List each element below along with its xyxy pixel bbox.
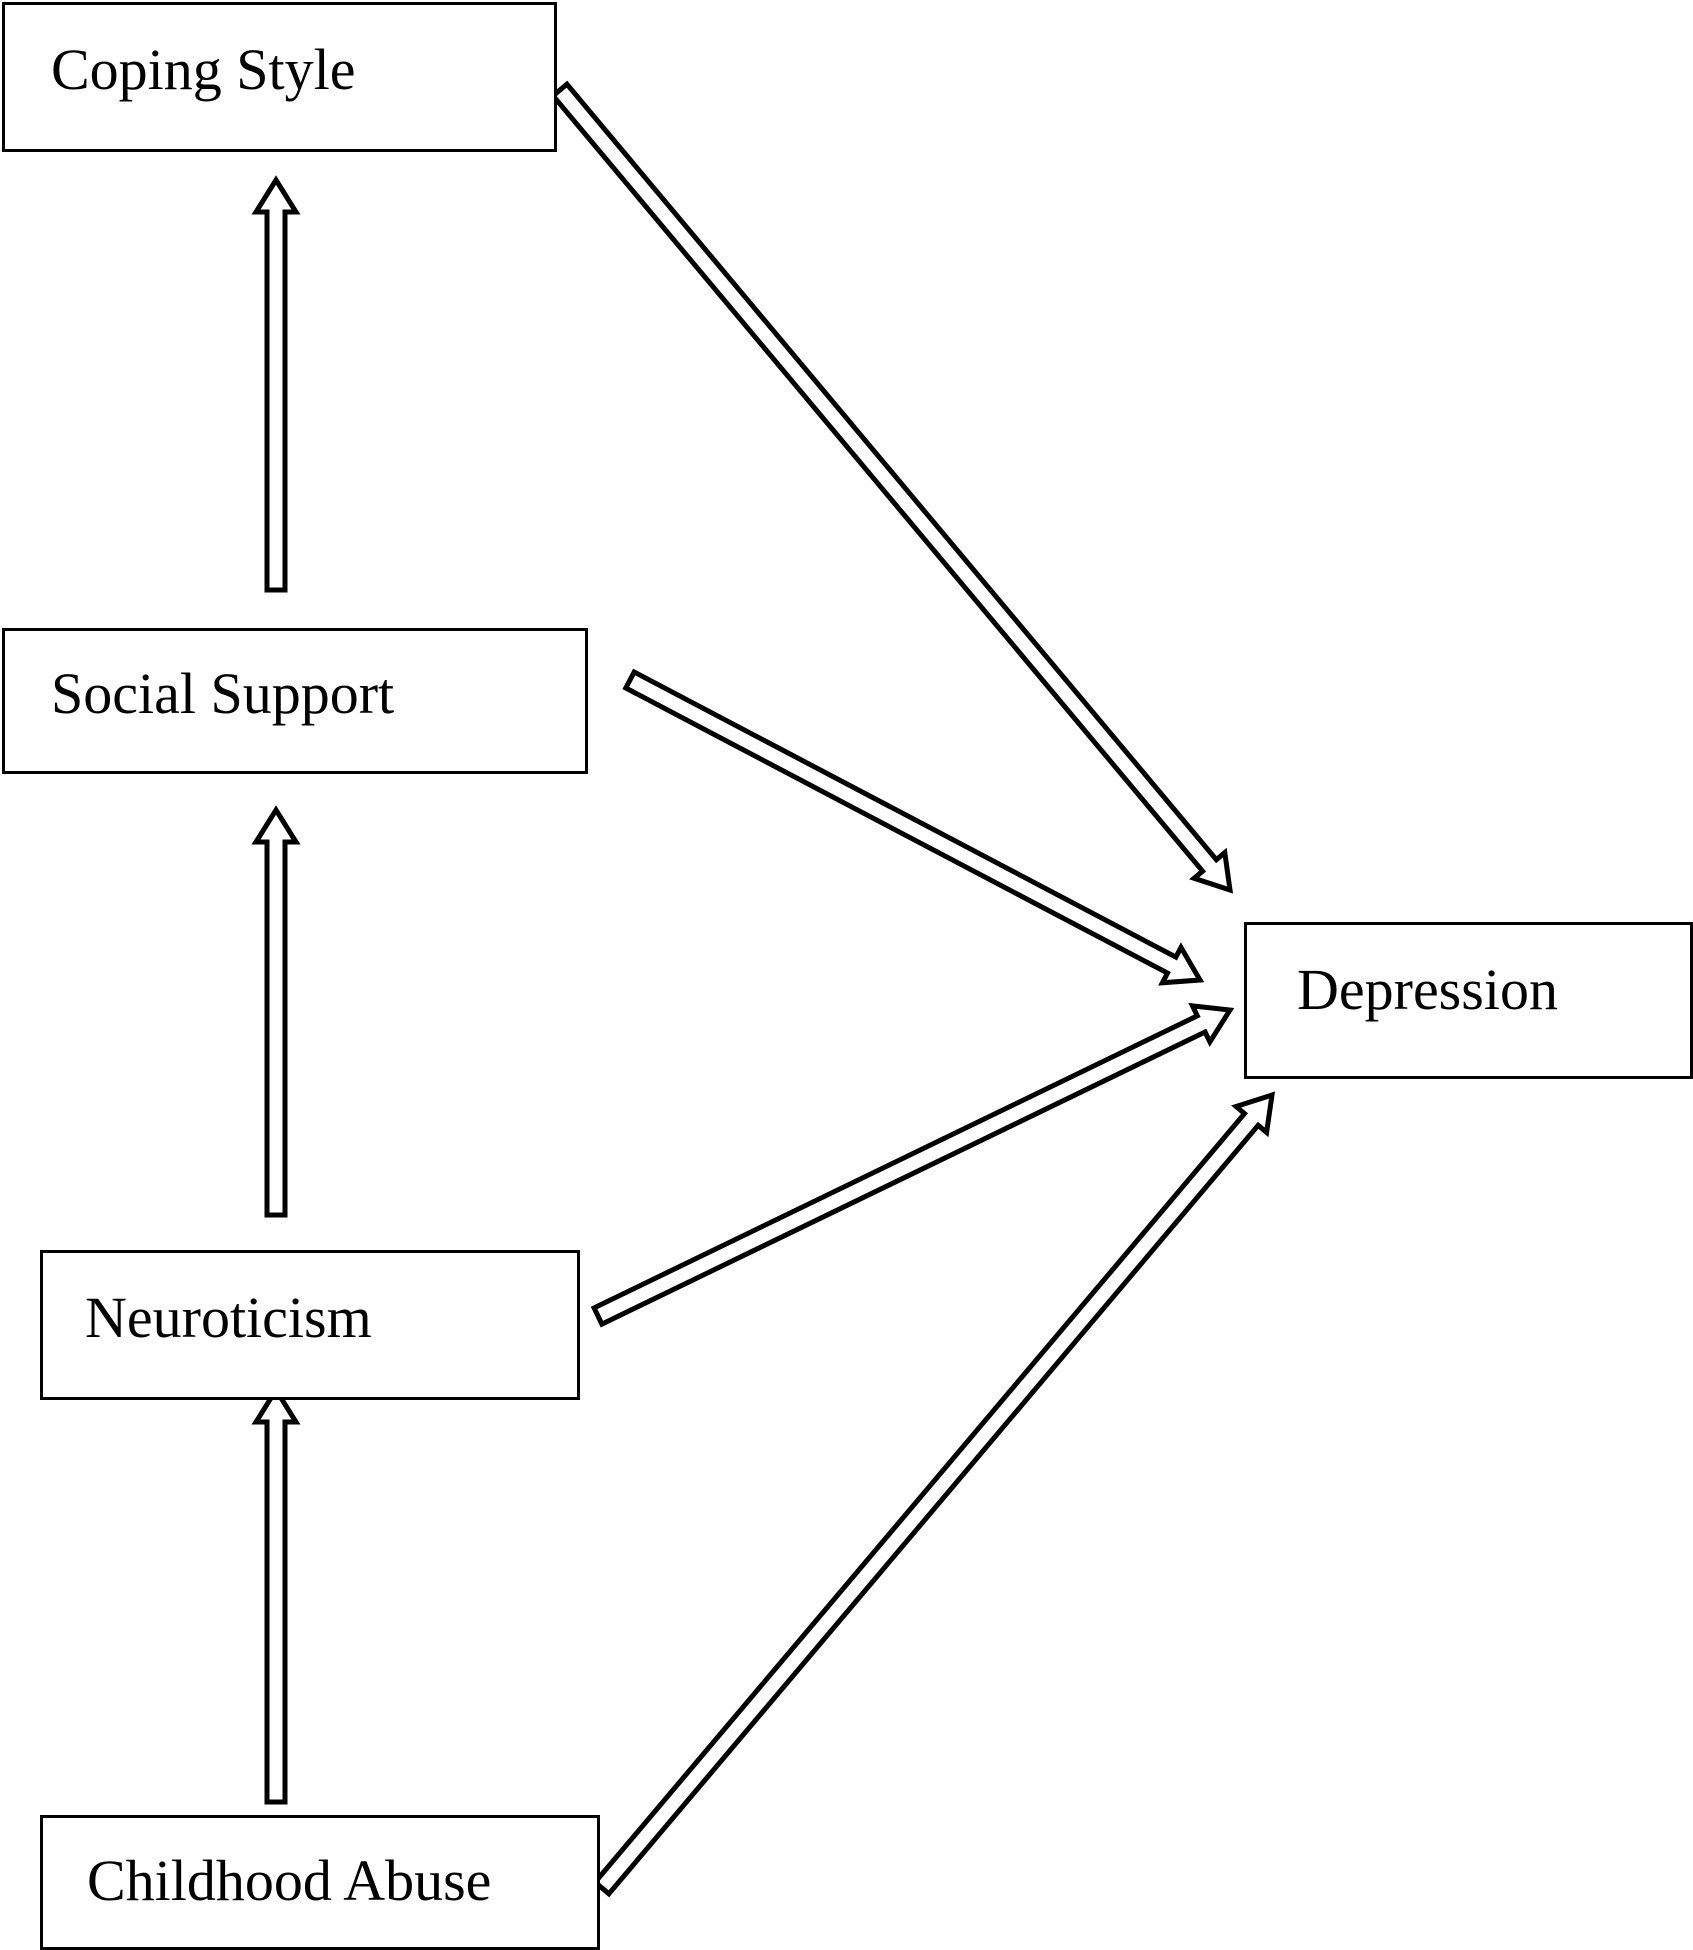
arrow-shape (622, 668, 1205, 986)
arrow-childhood-abuse-to-neuroticism (251, 1385, 301, 1805)
arrow-neuroticism-to-depression (590, 1002, 1235, 1328)
node-label-depression: Depression (1297, 957, 1558, 1022)
arrow-social-support-to-coping-style (251, 175, 301, 593)
node-label-childhood-abuse: Childhood Abuse (87, 1848, 492, 1913)
node-coping-style: Coping Style (2, 2, 557, 152)
arrow-shape (251, 805, 301, 1218)
node-label-social-support: Social Support (51, 661, 395, 726)
node-childhood-abuse: Childhood Abuse (40, 1815, 600, 1950)
arrow-neuroticism-to-social-support (251, 805, 301, 1218)
node-depression: Depression (1244, 922, 1693, 1079)
arrow-shape (251, 1385, 301, 1805)
node-label-coping-style: Coping Style (51, 37, 356, 102)
arrow-childhood-abuse-to-depression (591, 1091, 1276, 1898)
node-label-neuroticism: Neuroticism (85, 1285, 372, 1350)
arrow-coping-style-to-depression (549, 80, 1234, 894)
node-social-support: Social Support (2, 628, 588, 774)
arrow-social-support-to-depression (622, 668, 1205, 986)
node-neuroticism: Neuroticism (40, 1250, 580, 1400)
arrow-shape (590, 1002, 1235, 1328)
arrow-shape (591, 1091, 1276, 1898)
arrow-shape (251, 175, 301, 593)
arrow-shape (549, 80, 1234, 894)
